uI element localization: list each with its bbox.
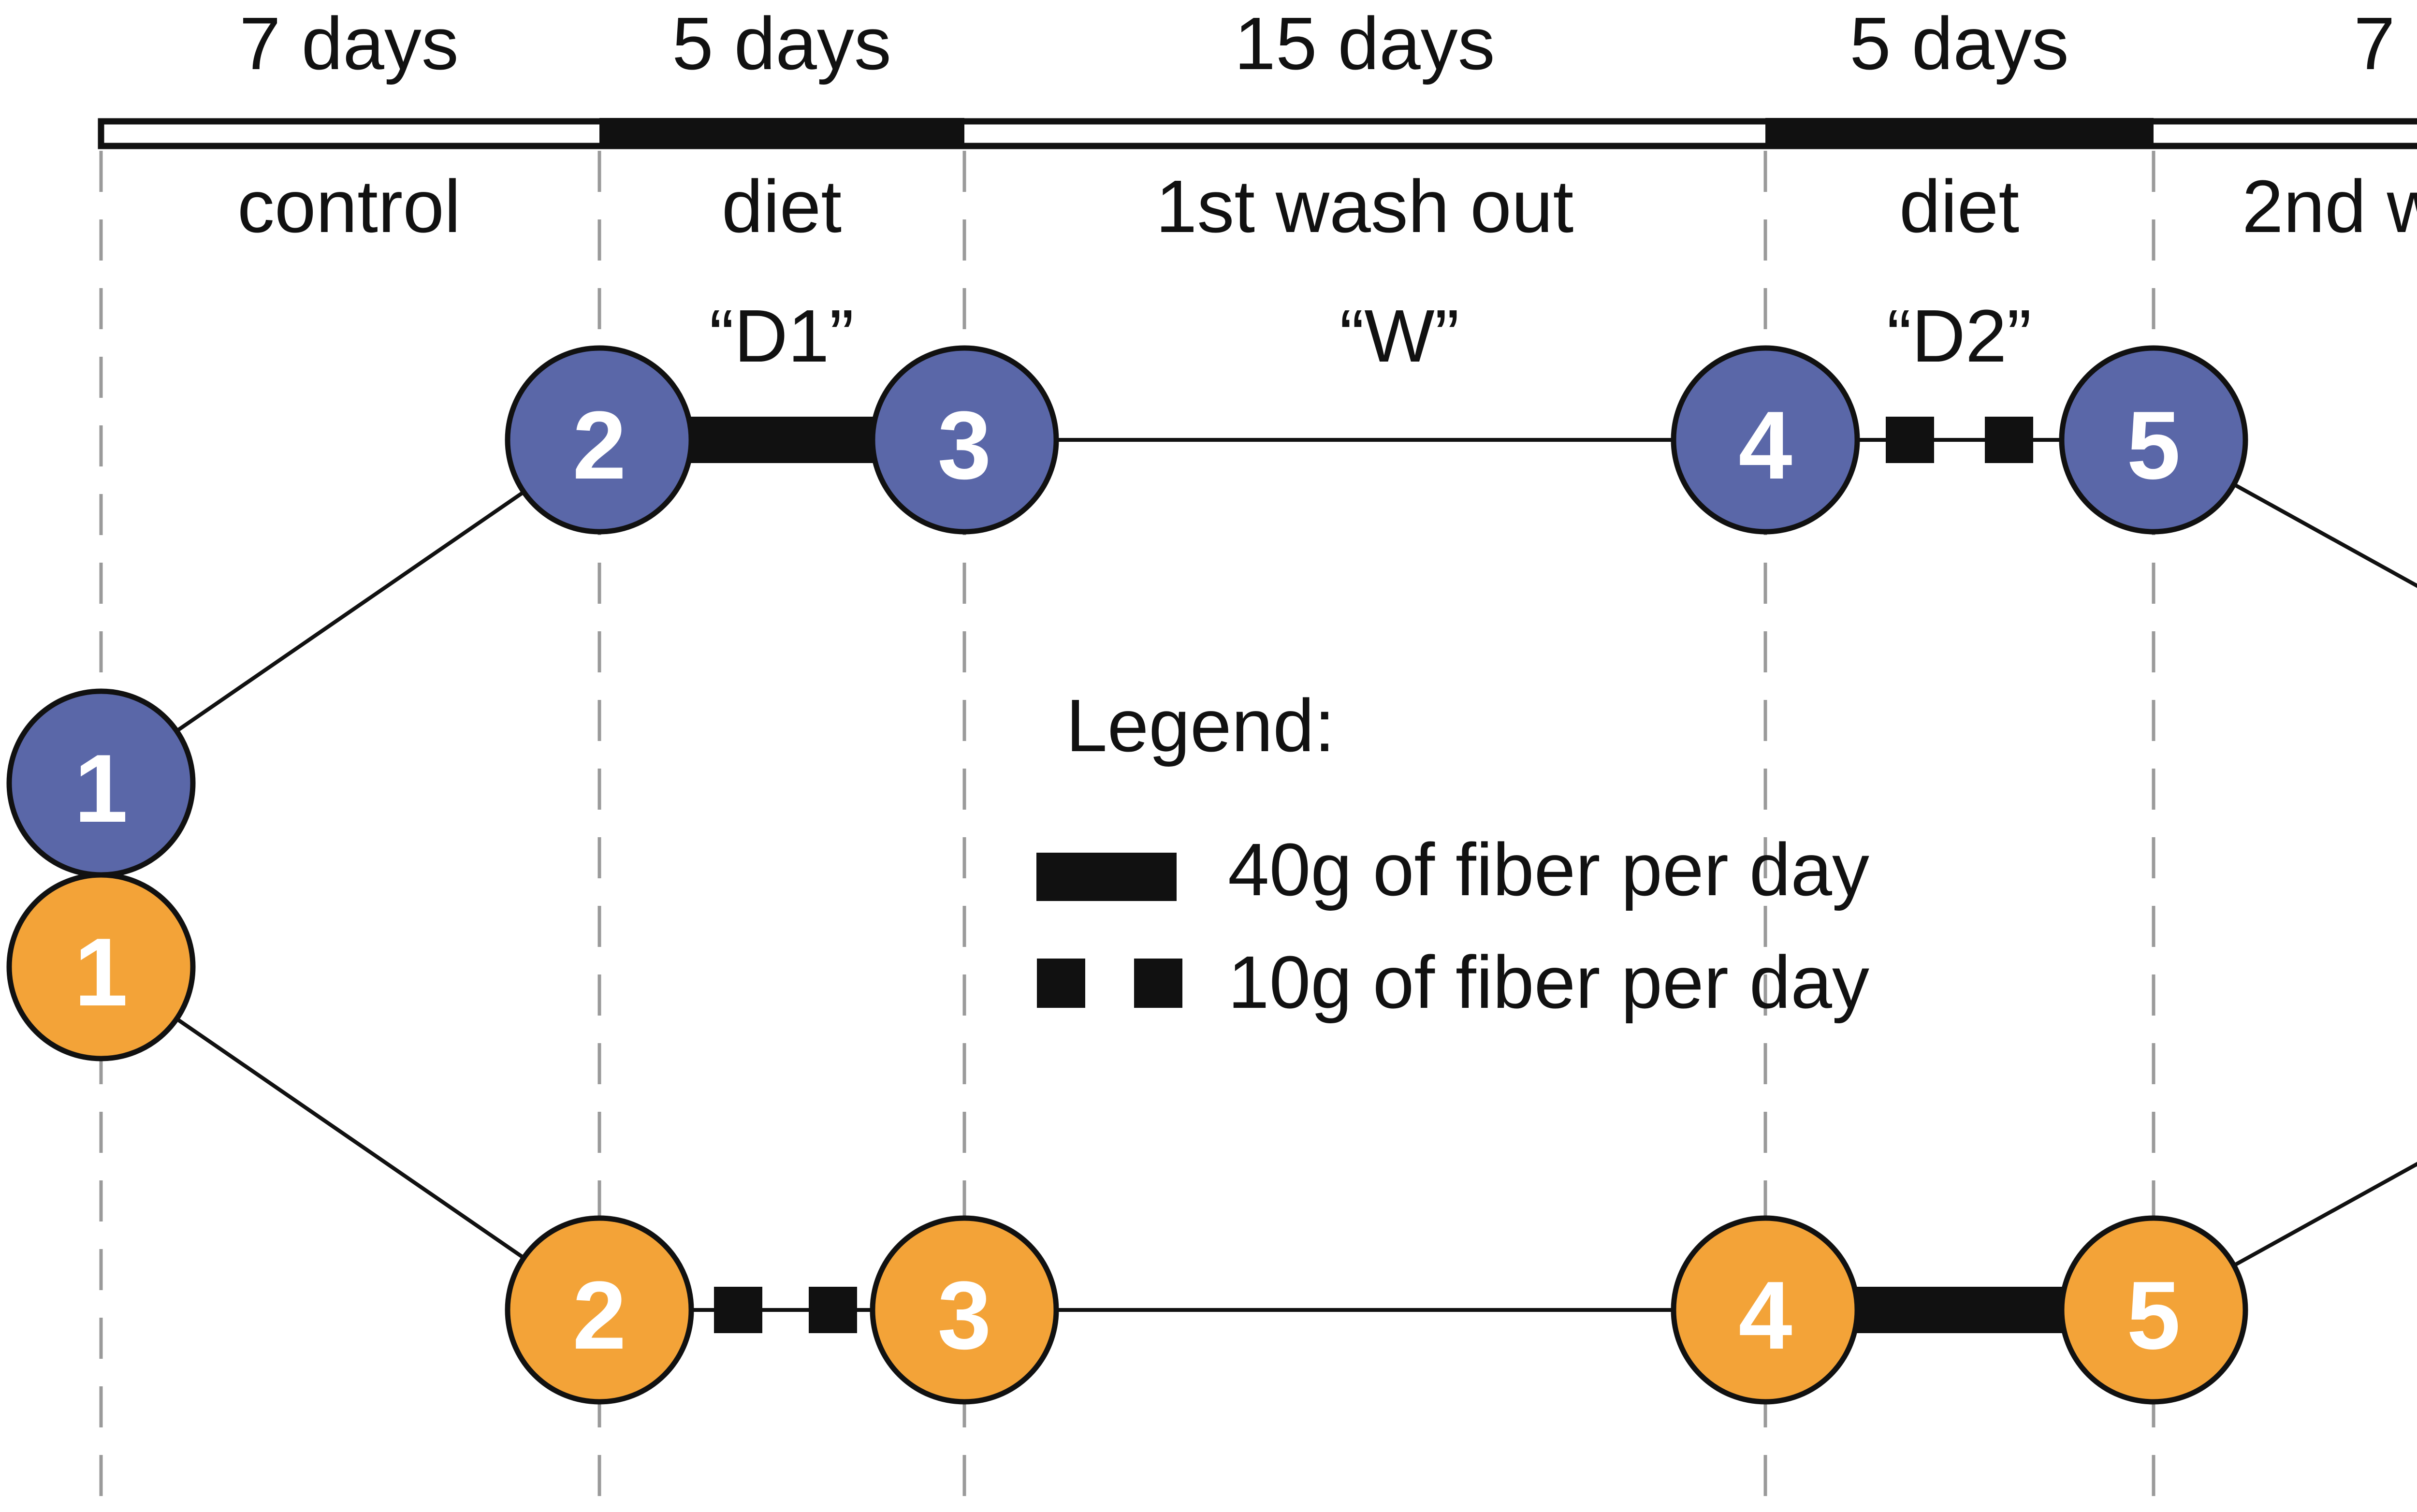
node-number: 1 xyxy=(74,735,128,843)
fiber-10g-square xyxy=(1886,417,1934,463)
phase-name-label: control xyxy=(237,165,461,248)
connector-line xyxy=(2153,438,2417,588)
dashed-squares-icon xyxy=(1037,959,1182,1008)
node-number: 2 xyxy=(572,1262,626,1369)
fiber-10g-square xyxy=(1985,417,2033,463)
solid-bar-icon xyxy=(1036,853,1177,901)
connector-line xyxy=(2153,1162,2417,1312)
legend-10g-square xyxy=(1134,959,1182,1008)
phase-duration-label: 7 days xyxy=(2354,2,2417,85)
bottom-arm-nodes: 1 2 3 4 5 6 xyxy=(6,872,2248,1405)
phase-name-labels: control diet 1st wash out diet 2nd wash … xyxy=(237,165,2417,248)
phase-duration-label: 5 days xyxy=(672,2,891,85)
timeline-bar xyxy=(98,118,2417,149)
legend-item-label: 10g of fiber per day xyxy=(1228,941,1869,1024)
interval-label-w: “W” xyxy=(1340,294,1459,378)
phase-duration-labels: 7 days 5 days 15 days 5 days 7 days xyxy=(239,2,2417,85)
node-number: 2 xyxy=(572,392,626,499)
node-circle-bottom-5 xyxy=(2059,1215,2248,1405)
legend: Legend: 40g of fiber per day 10g of fibe… xyxy=(1036,684,1869,1024)
phase-duration-label: 15 days xyxy=(1234,2,1495,85)
node-circle-bottom-2 xyxy=(505,1215,694,1405)
node-number: 4 xyxy=(1738,392,1792,499)
connector-line xyxy=(100,965,601,1312)
node-circle-bottom-3 xyxy=(870,1215,1059,1405)
diet-segment-1 xyxy=(599,118,964,149)
node-circle-bottom-4 xyxy=(1671,1215,1860,1405)
legend-item-label: 40g of fiber per day xyxy=(1228,828,1869,911)
phase-name-label: 2nd wash out xyxy=(2242,165,2417,248)
phase-name-label: diet xyxy=(1899,165,2019,248)
fiber-10g-square xyxy=(714,1287,762,1333)
fiber-10g-square xyxy=(809,1287,857,1333)
interval-label-d1: “D1” xyxy=(709,294,854,378)
phase-name-label: 1st wash out xyxy=(1156,165,1574,248)
interval-label-d2: “D2” xyxy=(1887,294,2031,378)
node-circle-top-4 xyxy=(1671,345,1860,535)
interval-labels: “D1” “W” “D2” xyxy=(709,294,2031,378)
node-number: 1 xyxy=(74,918,128,1026)
node-circle-bottom-1 xyxy=(6,872,196,1061)
phase-name-label: diet xyxy=(722,165,842,248)
phase-duration-label: 7 days xyxy=(239,2,459,85)
node-number: 5 xyxy=(2126,1262,2180,1369)
node-circle-top-2 xyxy=(505,345,694,535)
fiber-10g-squares xyxy=(714,417,2033,1333)
legend-10g-square xyxy=(1037,959,1085,1008)
node-circle-top-5 xyxy=(2059,345,2248,535)
node-number: 4 xyxy=(1738,1262,1792,1369)
node-number: 3 xyxy=(937,392,991,499)
node-number: 5 xyxy=(2126,392,2180,499)
diet-segment-2 xyxy=(1765,118,2154,149)
top-arm-nodes: 1 2 3 4 5 6 xyxy=(6,345,2248,878)
phase-duration-label: 5 days xyxy=(1849,2,2069,85)
connector-line xyxy=(100,438,601,785)
node-number: 3 xyxy=(937,1262,991,1369)
legend-title: Legend: xyxy=(1066,684,1335,767)
node-circle-top-3 xyxy=(870,345,1059,535)
